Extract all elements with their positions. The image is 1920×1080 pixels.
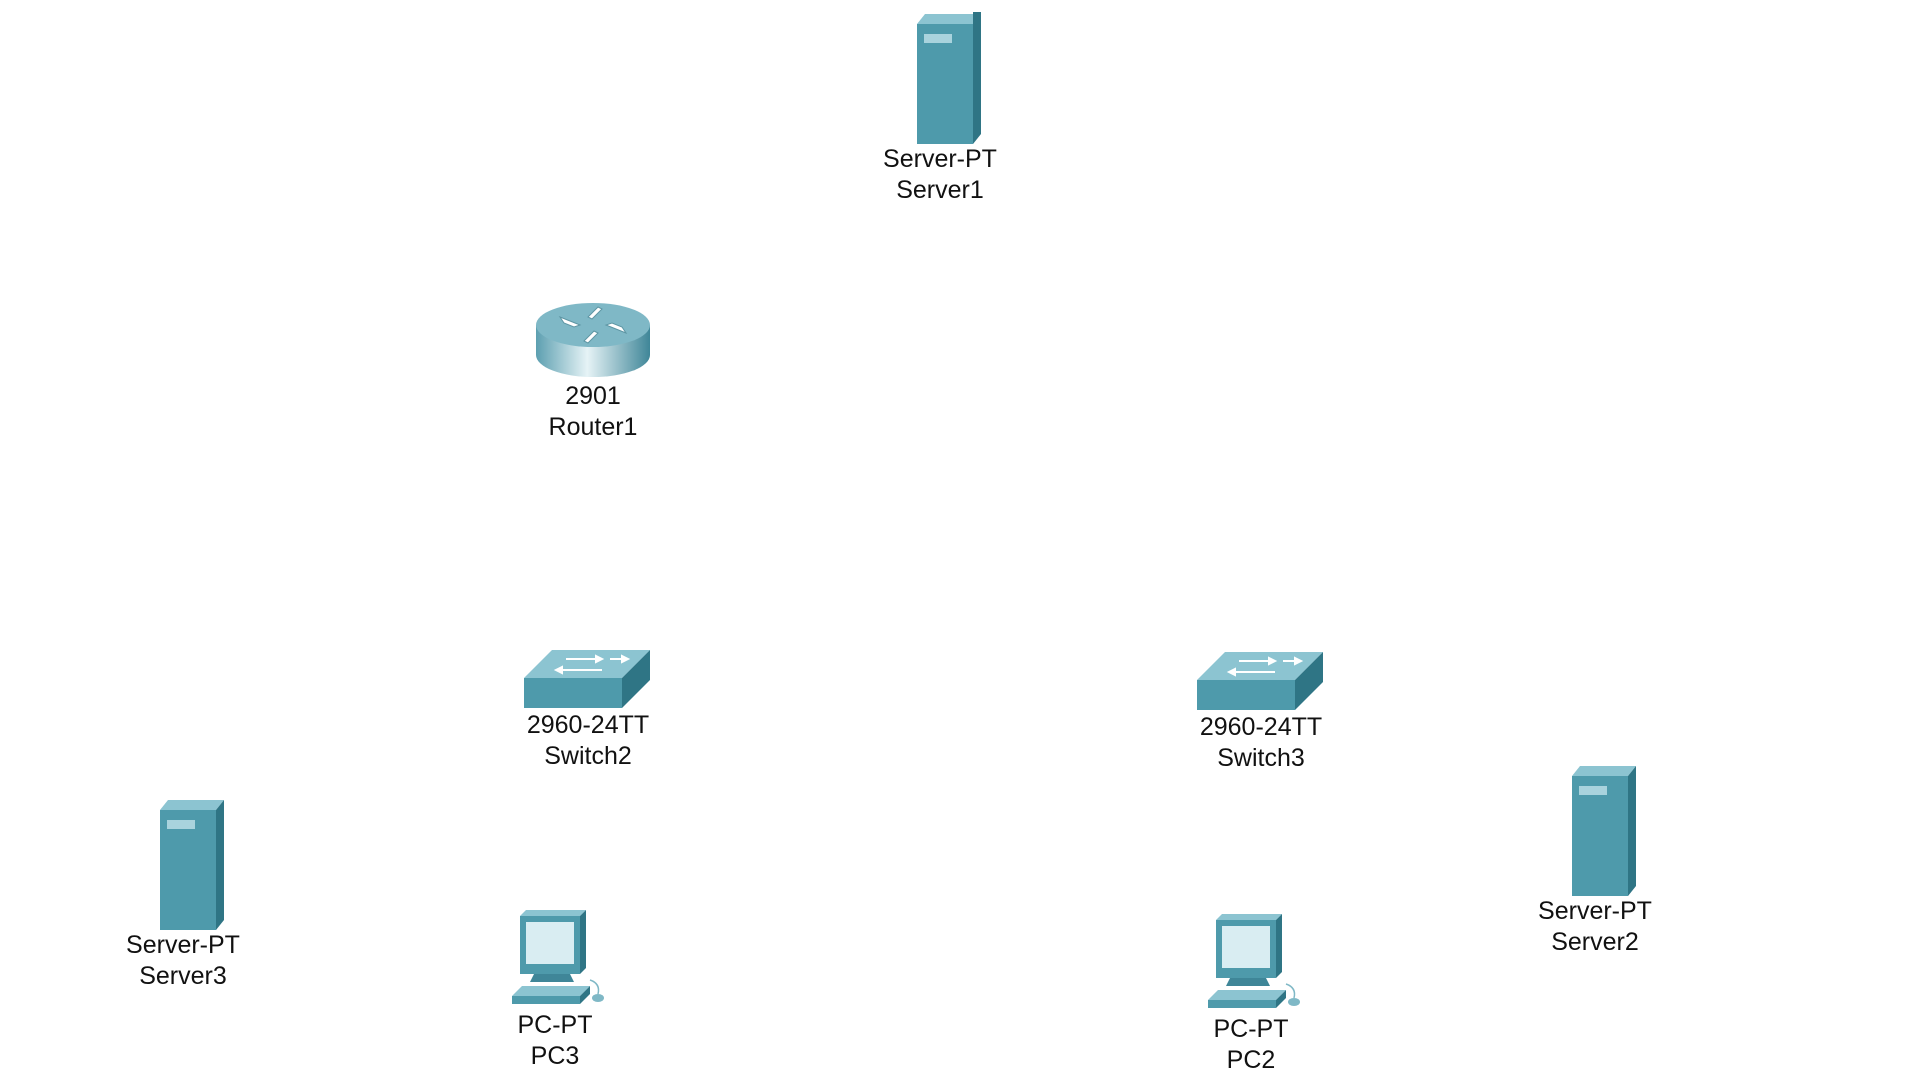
device-name-label: Server1 (896, 176, 984, 204)
device-server2[interactable]: Server-PT Server2 (1530, 764, 1660, 958)
device-switch2[interactable]: 2960-24TT Switch2 (513, 648, 663, 772)
router-icon (536, 303, 650, 377)
device-server1[interactable]: Server-PT Server1 (877, 12, 1003, 206)
device-name-label: Server2 (1551, 928, 1639, 956)
device-model-label: 2901 (565, 382, 621, 410)
device-pc3[interactable]: PC-PT PC3 (490, 910, 620, 1072)
device-router1[interactable]: 2901 Router1 (528, 295, 658, 443)
server-icon (160, 800, 224, 930)
device-name-label: PC3 (530, 1042, 580, 1070)
device-model-label: 2960-24TT (526, 711, 650, 739)
device-model-label: Server-PT (883, 145, 997, 173)
device-model-label: PC-PT (517, 1011, 593, 1039)
server-icon (1572, 766, 1636, 896)
device-name-label: Switch2 (544, 742, 632, 770)
pc-icon (512, 910, 604, 1004)
device-pc2[interactable]: PC-PT PC2 (1186, 914, 1316, 1076)
server-icon (917, 12, 981, 144)
pc-icon (1208, 914, 1300, 1008)
device-server3[interactable]: Server-PT Server3 (118, 798, 248, 992)
device-model-label: PC-PT (1213, 1015, 1289, 1043)
device-name-label: Switch3 (1217, 744, 1305, 772)
device-model-label: Server-PT (126, 931, 240, 959)
device-switch3[interactable]: 2960-24TT Switch3 (1186, 650, 1336, 774)
device-name-label: Router1 (548, 413, 638, 441)
device-model-label: Server-PT (1538, 897, 1652, 925)
switch-icon (524, 650, 650, 708)
device-name-label: PC2 (1226, 1046, 1276, 1074)
switch-icon (1197, 652, 1323, 710)
device-model-label: 2960-24TT (1199, 713, 1323, 741)
device-name-label: Server3 (139, 962, 227, 990)
